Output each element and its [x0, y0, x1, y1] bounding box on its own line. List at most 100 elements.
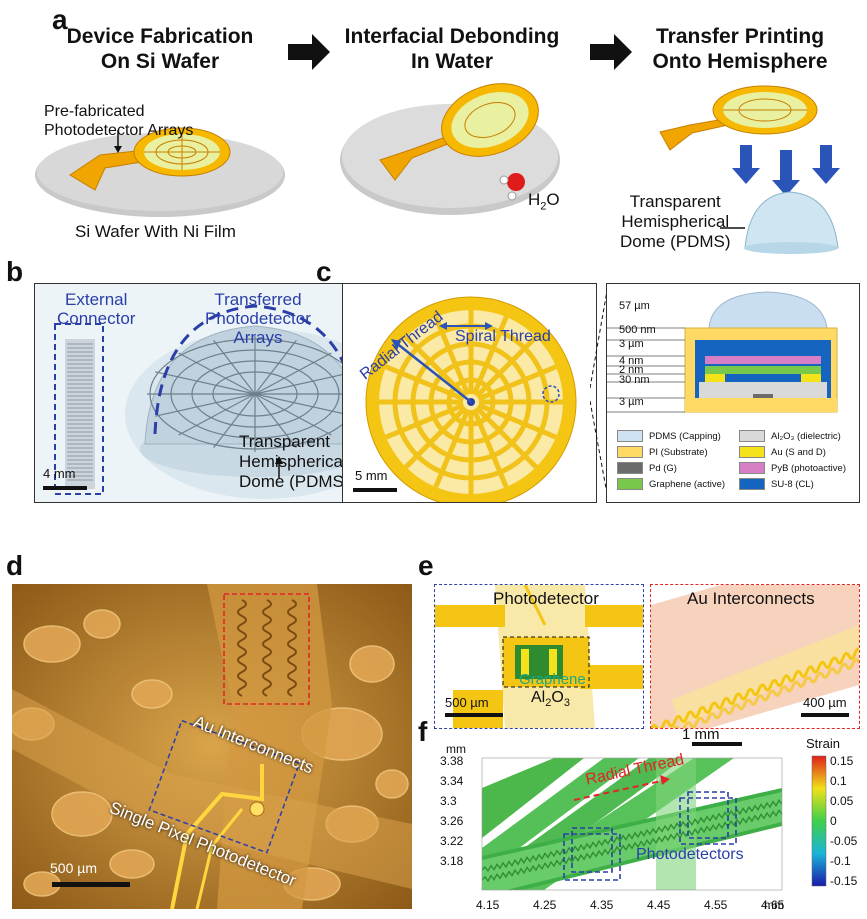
panel-label-b: b: [6, 256, 24, 287]
scalebar-d: [52, 882, 130, 887]
panel-label-d: d: [6, 550, 24, 581]
graphene-label: Graphene: [519, 671, 586, 688]
y-tick-label: 3.22: [440, 834, 464, 848]
process-arrow-2: [590, 34, 632, 70]
colorbar-tick-label: 0: [830, 814, 837, 828]
photodetector-graphics: [435, 585, 643, 728]
legend-swatch: [617, 462, 643, 474]
legend-label: Al₂O₃ (dielectric): [771, 430, 841, 442]
legend-item: SU-8 (CL): [739, 478, 814, 490]
legend-label: Graphene (active): [649, 478, 726, 490]
scale-label-c: 5 mm: [355, 468, 388, 483]
legend-swatch: [617, 478, 643, 490]
hemisphere-dome: [744, 191, 839, 254]
interconnects-label-e: Au Interconnects: [687, 589, 815, 608]
connector-dashed-box: [54, 323, 104, 495]
legend-label: SU-8 (CL): [771, 478, 814, 490]
panel-b-graphics: [35, 284, 375, 502]
device-2: [379, 83, 539, 181]
x-tick-label: 4.65: [761, 898, 785, 912]
process-arrow-1: [288, 34, 330, 70]
scalebar-b: [43, 486, 87, 490]
panel-e-interconnects: Au Interconnects 400 µm: [650, 584, 860, 729]
y-unit-label: mm: [446, 742, 466, 756]
panel-a-graphics: [35, 34, 840, 254]
y-tick-label: 3.3: [440, 794, 457, 808]
panel-c-graphics: [353, 296, 577, 502]
y-tick-label: 3.34: [440, 774, 464, 788]
legend-swatch: [739, 478, 765, 490]
spiral-thread-label: Spiral Thread: [455, 328, 551, 345]
legend-item: PyB (photoactive): [739, 462, 846, 474]
al2o3-label: Al2O3: [531, 689, 570, 710]
legend-label: Au (S and D): [771, 446, 826, 458]
legend-swatch: [739, 462, 765, 474]
layer-label: 30 nm: [619, 374, 650, 386]
x-tick-label: 4.55: [704, 898, 728, 912]
colorbar-tick-label: -0.15: [830, 874, 858, 888]
legend-label: PyB (photoactive): [771, 462, 846, 474]
water-molecule-icon: [499, 173, 525, 201]
layer-label: 500 nm: [619, 324, 656, 336]
interconnect-region-box: [223, 593, 310, 705]
x-tick-label: 4.25: [533, 898, 557, 912]
radial-thread-arrow: [394, 341, 472, 403]
radial-thread-arrow-f: [573, 779, 667, 801]
wafer-label: Si Wafer With Ni Film: [75, 222, 236, 241]
legend-label: PDMS (Capping): [649, 430, 721, 442]
scale-label-e1: 500 µm: [445, 695, 489, 710]
transfer-arrows: [732, 145, 840, 196]
zoom-lines: [590, 284, 609, 500]
layer-label: 4 nm: [619, 355, 644, 367]
panel-label-f: f: [418, 716, 428, 747]
layer-label: 3 µm: [619, 338, 644, 350]
layer-label: 3 µm: [619, 396, 644, 408]
scale-label-b: 4 mm: [43, 466, 76, 481]
legend-item: Graphene (active): [617, 478, 725, 490]
legend-item: PDMS (Capping): [617, 430, 721, 442]
colorbar-tick-label: -0.1: [830, 854, 851, 868]
strain-graphics: [481, 742, 827, 891]
panel-e-photodetector: Photodetector Graphene Al2O3 500 µm: [434, 584, 644, 729]
device-1: [69, 127, 231, 191]
panel-label-a: a: [52, 4, 68, 35]
layer-label: 2 nm: [619, 364, 644, 376]
layer-stack-graphics: [607, 291, 838, 413]
scale-label-d: 500 µm: [50, 860, 97, 876]
colorbar: [811, 755, 827, 887]
legend-swatch: [617, 430, 643, 442]
scale-label-f: 1 mm: [682, 726, 720, 743]
x-tick-label: 4.45: [647, 898, 671, 912]
y-tick-label: 3.18: [440, 854, 464, 868]
zoom-circle: [542, 385, 560, 403]
x-tick-label: 4.15: [476, 898, 500, 912]
photodetectors-label-f: Photodetectors: [636, 846, 744, 863]
y-tick-label: 3.38: [440, 754, 464, 768]
legend-label: PI (Substrate): [649, 446, 708, 458]
arrays-dashed-arc: [153, 304, 362, 435]
colorbar-title: Strain: [806, 736, 840, 751]
legend-item: PI (Substrate): [617, 446, 708, 458]
layer-label: 57 µm: [619, 300, 650, 312]
interconnect-graphics: [651, 585, 859, 728]
dome-photo: [140, 325, 370, 477]
connector-strip: [65, 339, 95, 489]
micrograph-graphics: [12, 584, 412, 909]
scalebar-f: [692, 742, 742, 746]
y-tick-label: 3.26: [440, 814, 464, 828]
colorbar-tick-label: 0.05: [830, 794, 854, 808]
scalebar-e2: [801, 713, 849, 717]
pixel-region-box: [148, 719, 301, 854]
panel-d-micrograph: Au Interconnects Single Pixel Photodetec…: [12, 584, 412, 909]
x-tick-label: 4.35: [590, 898, 614, 912]
legend-item: Au (S and D): [739, 446, 826, 458]
panel-c-layout: Spiral Thread Radial Thread 5 mm: [342, 283, 597, 503]
photodetector-label-e: Photodetector: [493, 589, 599, 608]
scalebar-e1: [445, 713, 503, 717]
